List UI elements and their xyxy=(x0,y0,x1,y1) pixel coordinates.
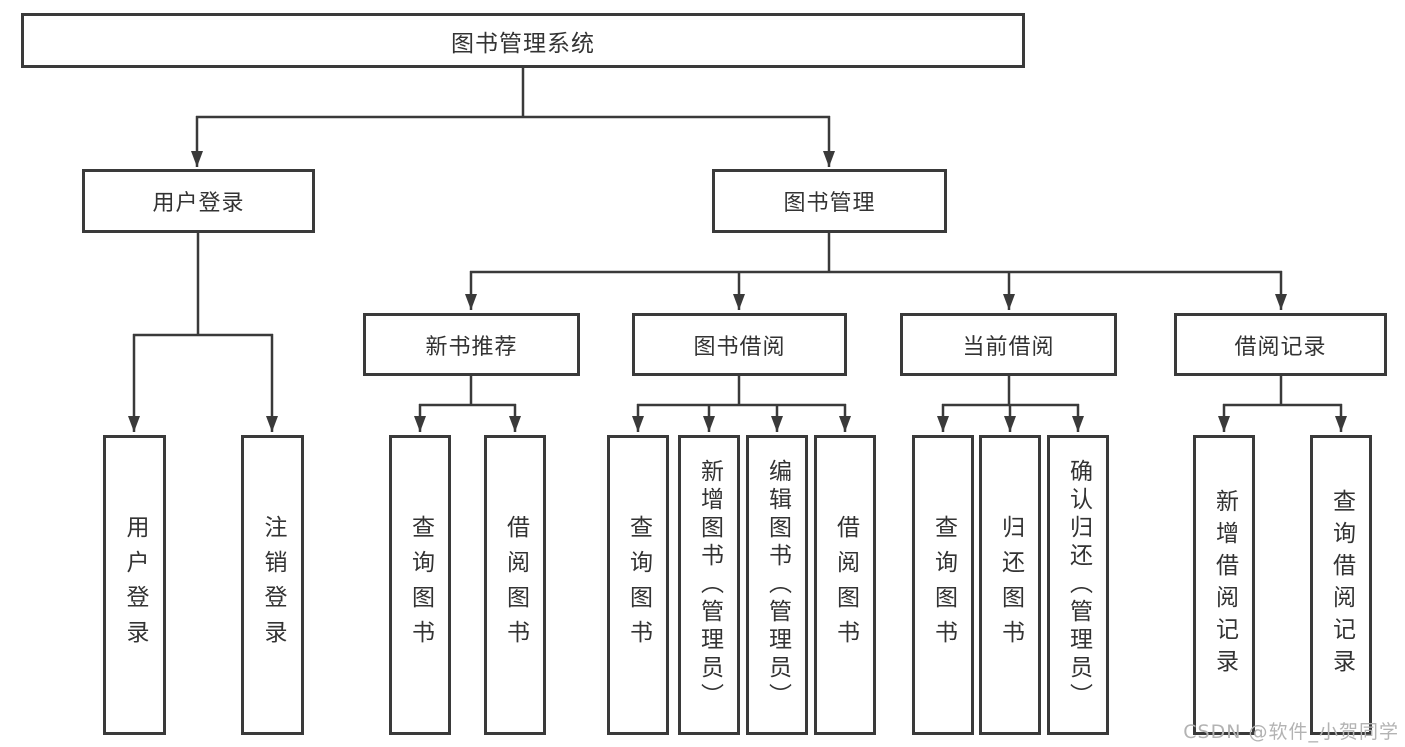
leaf-user-login-label: 用户登录 xyxy=(122,515,148,655)
node-borrow-records-label: 借阅记录 xyxy=(1234,334,1327,360)
node-current-borrow-label: 当前借阅 xyxy=(962,334,1055,360)
leaf-add-books: 新增图书（管理员） xyxy=(678,435,740,735)
leaf-return-books-label: 归还图书 xyxy=(997,515,1024,655)
node-book-mgmt-label: 图书管理 xyxy=(783,191,876,216)
leaf-query-books-c-label: 查询图书 xyxy=(930,515,957,655)
leaf-add-borrow-record: 新增借阅记录 xyxy=(1193,435,1255,735)
leaf-logout-label: 注销登录 xyxy=(260,515,286,655)
leaf-query-books-b: 查询图书 xyxy=(607,435,669,735)
leaf-borrow-books-b: 借阅图书 xyxy=(814,435,876,735)
leaf-query-borrow-record: 查询借阅记录 xyxy=(1310,435,1372,735)
leaf-user-login: 用户登录 xyxy=(103,435,166,735)
leaf-logout: 注销登录 xyxy=(241,435,304,735)
leaf-borrow-books-b-label: 借阅图书 xyxy=(832,515,859,655)
node-new-book-rec: 新书推荐 xyxy=(363,313,580,376)
node-book-borrow-label: 图书借阅 xyxy=(693,334,786,360)
node-root: 图书管理系统 xyxy=(21,13,1025,68)
leaf-query-books-b-label: 查询图书 xyxy=(625,515,652,655)
leaf-add-books-label: 新增图书（管理员） xyxy=(696,459,723,711)
leaf-query-books-a: 查询图书 xyxy=(389,435,451,735)
leaf-confirm-return: 确认归还（管理员） xyxy=(1047,435,1109,735)
node-borrow-records: 借阅记录 xyxy=(1174,313,1387,376)
leaf-borrow-books-a-label: 借阅图书 xyxy=(502,515,529,655)
node-user-login: 用户登录 xyxy=(82,169,315,233)
node-root-label: 图书管理系统 xyxy=(451,30,595,57)
watermark: CSDN @软件_小贺同学 xyxy=(1183,721,1399,743)
node-book-mgmt: 图书管理 xyxy=(712,169,947,233)
leaf-edit-books: 编辑图书（管理员） xyxy=(746,435,808,735)
leaf-query-borrow-record-label: 查询借阅记录 xyxy=(1328,489,1355,681)
node-current-borrow: 当前借阅 xyxy=(900,313,1117,376)
leaf-query-books-a-label: 查询图书 xyxy=(407,515,434,655)
node-book-borrow: 图书借阅 xyxy=(632,313,847,376)
leaf-borrow-books-a: 借阅图书 xyxy=(484,435,546,735)
leaf-add-borrow-record-label: 新增借阅记录 xyxy=(1211,489,1238,681)
node-new-book-rec-label: 新书推荐 xyxy=(425,334,518,360)
leaf-query-books-c: 查询图书 xyxy=(912,435,974,735)
leaf-return-books: 归还图书 xyxy=(979,435,1041,735)
leaf-edit-books-label: 编辑图书（管理员） xyxy=(764,459,791,711)
node-user-login-label: 用户登录 xyxy=(152,191,245,216)
leaf-confirm-return-label: 确认归还（管理员） xyxy=(1065,459,1092,711)
